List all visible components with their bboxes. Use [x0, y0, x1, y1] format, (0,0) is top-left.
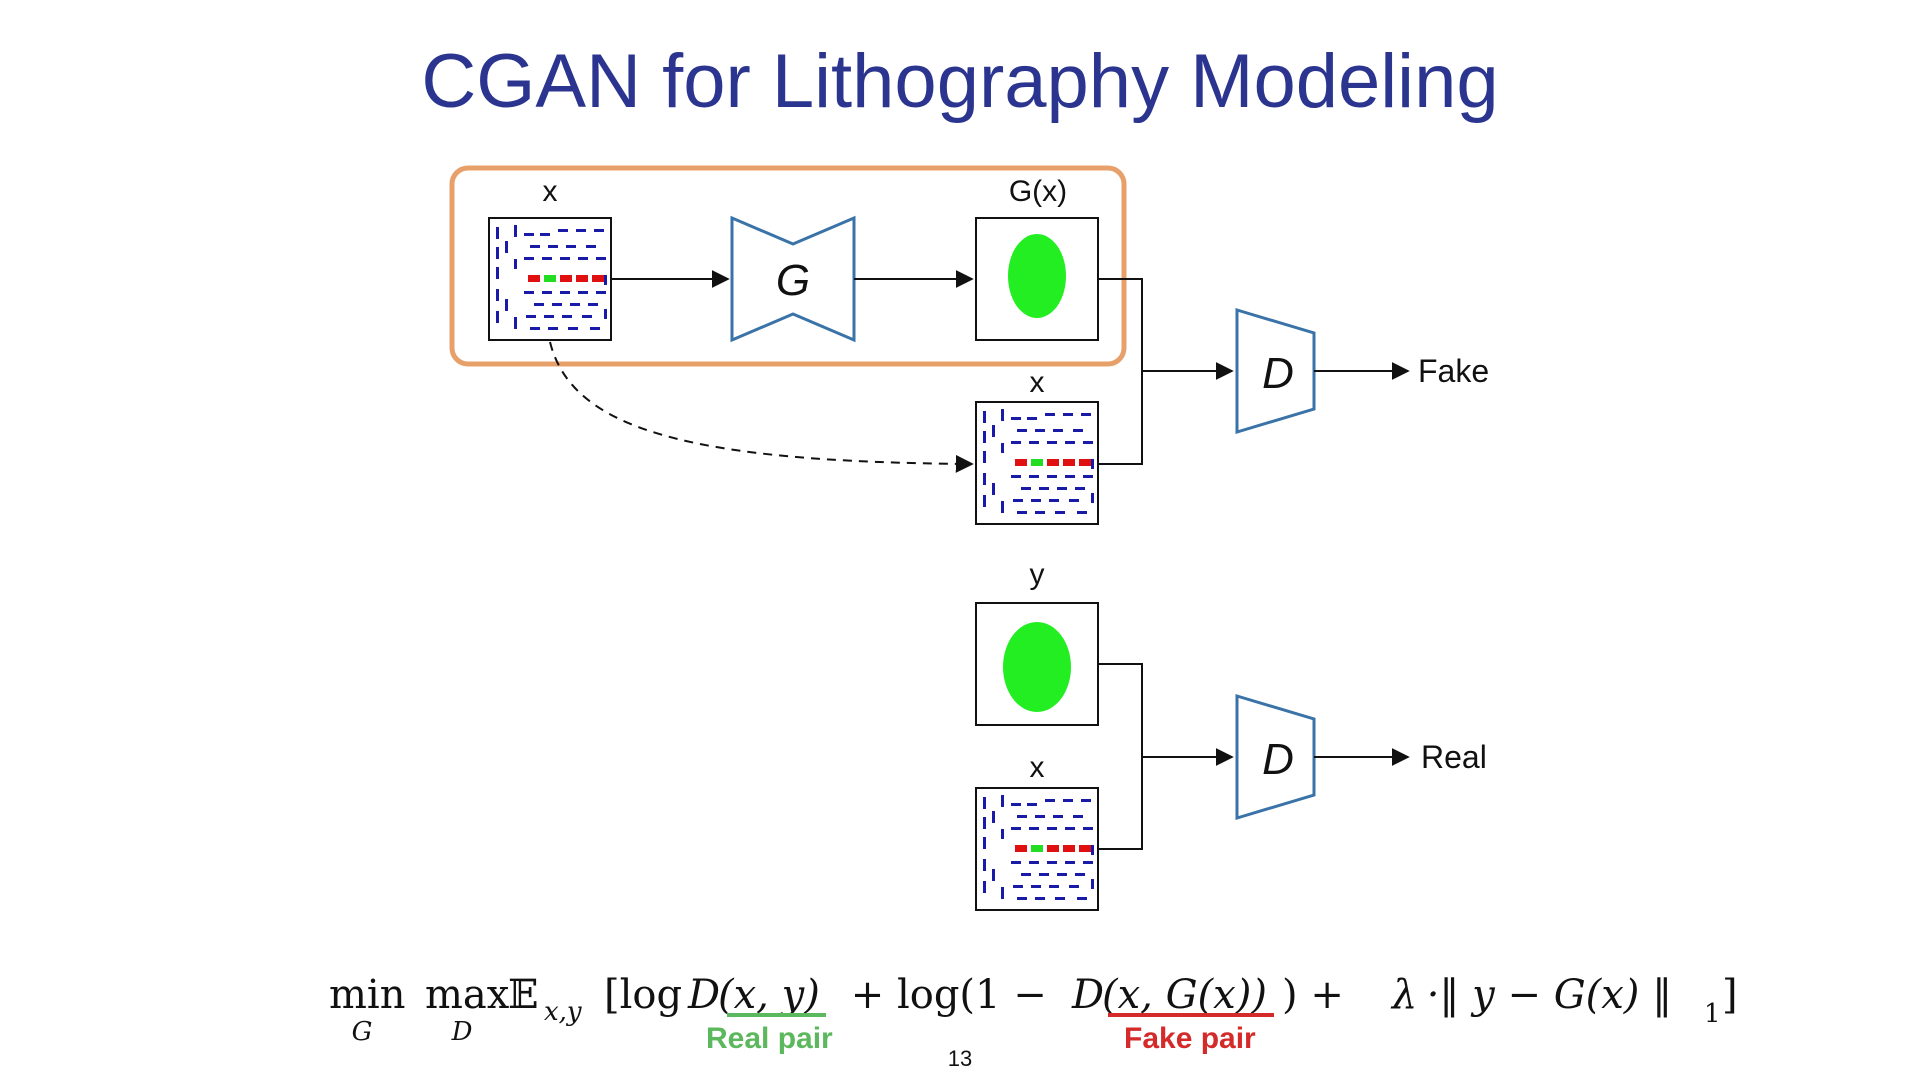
layout-mask-icon	[975, 787, 1099, 911]
fake-pair-label: Fake pair	[1124, 1022, 1256, 1055]
formula-after-fake: ) +	[1282, 972, 1357, 1018]
input-x-label: x	[543, 175, 558, 208]
formula-min-sub: G	[352, 1017, 373, 1047]
combiner-lines-real	[1098, 663, 1143, 850]
discriminator-label-fake: D	[1262, 349, 1294, 398]
discriminator-label-real: D	[1262, 735, 1294, 784]
layout-mask-icon	[488, 217, 612, 341]
page-title: CGAN for Lithography Modeling	[421, 39, 1499, 124]
formula-max-sub: D	[451, 1017, 473, 1047]
generator-hourglass	[730, 215, 856, 343]
formula-expectation: 𝔼	[508, 972, 539, 1018]
real-output-label: Real	[1421, 739, 1487, 775]
formula-log-open: [log	[604, 972, 682, 1018]
combiner-lines-fake	[1098, 278, 1143, 465]
resist-contour-icon	[975, 217, 1099, 341]
formula-close: ]	[1722, 972, 1738, 1018]
dashed-copy-arrow	[549, 341, 974, 473]
formula-d2: D	[1071, 972, 1104, 1018]
formula-min: min	[329, 972, 405, 1018]
real-pair-label: Real pair	[706, 1022, 833, 1055]
discriminator-block-real	[1235, 693, 1316, 821]
generator-output-label: G(x)	[1009, 175, 1067, 208]
generator-highlight-box	[449, 165, 1127, 367]
formula-plus-log: + log(1 −	[838, 972, 1059, 1018]
fake-output-label: Fake	[1418, 353, 1489, 389]
resist-contour-icon	[975, 602, 1099, 726]
formula-norm: ·‖ y − G(x) ‖	[1414, 972, 1672, 1018]
formula-d1: D	[687, 972, 720, 1018]
formula-expectation-sub: x,y	[544, 997, 582, 1027]
page-number: 13	[947, 1046, 973, 1071]
formula-max: max	[425, 972, 510, 1018]
condition-x-label-real: x	[1030, 751, 1045, 784]
objective-formula: min G max D 𝔼 x,y [log D (x, y) + log(1 …	[329, 972, 1738, 1047]
condition-x-label-fake: x	[1030, 366, 1045, 399]
layout-mask-icon	[975, 401, 1099, 525]
formula-fake-pair: (x, G(x))	[1102, 972, 1267, 1018]
generator-label: G	[776, 256, 810, 305]
formula-norm-sub: 1	[1704, 999, 1721, 1029]
formula-lambda: λ	[1390, 972, 1417, 1018]
discriminator-block-fake	[1235, 307, 1316, 435]
target-y-label: y	[1030, 558, 1045, 591]
formula-real-pair: (x, y)	[718, 972, 820, 1018]
